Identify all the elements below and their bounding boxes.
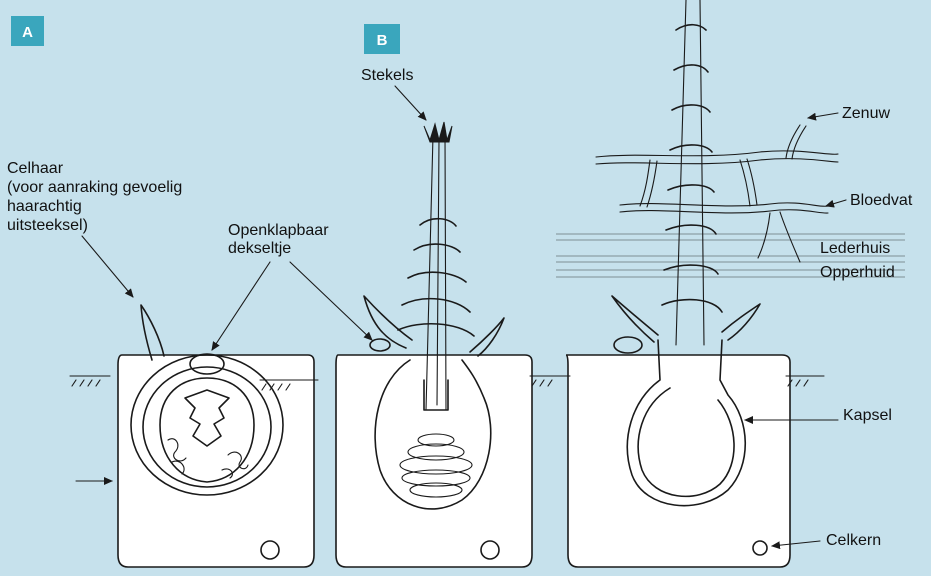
- cell-b: [336, 122, 532, 567]
- label-lederhuis: Lederhuis: [820, 240, 890, 257]
- badge-b: B: [364, 24, 400, 54]
- badge-a: A: [11, 16, 44, 46]
- label-opperhuid: Opperhuid: [820, 264, 895, 281]
- arrow-stekels: [395, 86, 426, 120]
- label-celkern: Celkern: [826, 532, 881, 549]
- label-kapsel: Kapsel: [843, 407, 892, 424]
- label-bloedvat: Bloedvat: [850, 192, 913, 209]
- arrow-bloedvat: [826, 200, 846, 206]
- label-zenuw: Zenuw: [842, 105, 890, 122]
- badge-a-label: A: [22, 24, 33, 41]
- arrow-zenuw: [808, 113, 838, 118]
- label-deksel-line2: dekseltje: [228, 240, 291, 257]
- label-celhaar-line2: (voor aanraking gevoelig: [7, 179, 182, 196]
- badge-b-label: B: [377, 32, 388, 49]
- label-stekels: Stekels: [361, 67, 413, 84]
- arrow-deksel-a: [212, 262, 270, 350]
- label-celhaar-line4: uitsteeksel): [7, 217, 88, 234]
- arrow-deksel-b: [290, 262, 372, 340]
- arrow-celhaar: [82, 236, 133, 297]
- cell-c: [566, 0, 790, 567]
- label-celhaar: Celhaar: [7, 160, 64, 177]
- vessel-network: [596, 125, 838, 262]
- label-celhaar-line3: haarachtig: [7, 198, 82, 215]
- label-deksel: Openklapbaar: [228, 222, 329, 239]
